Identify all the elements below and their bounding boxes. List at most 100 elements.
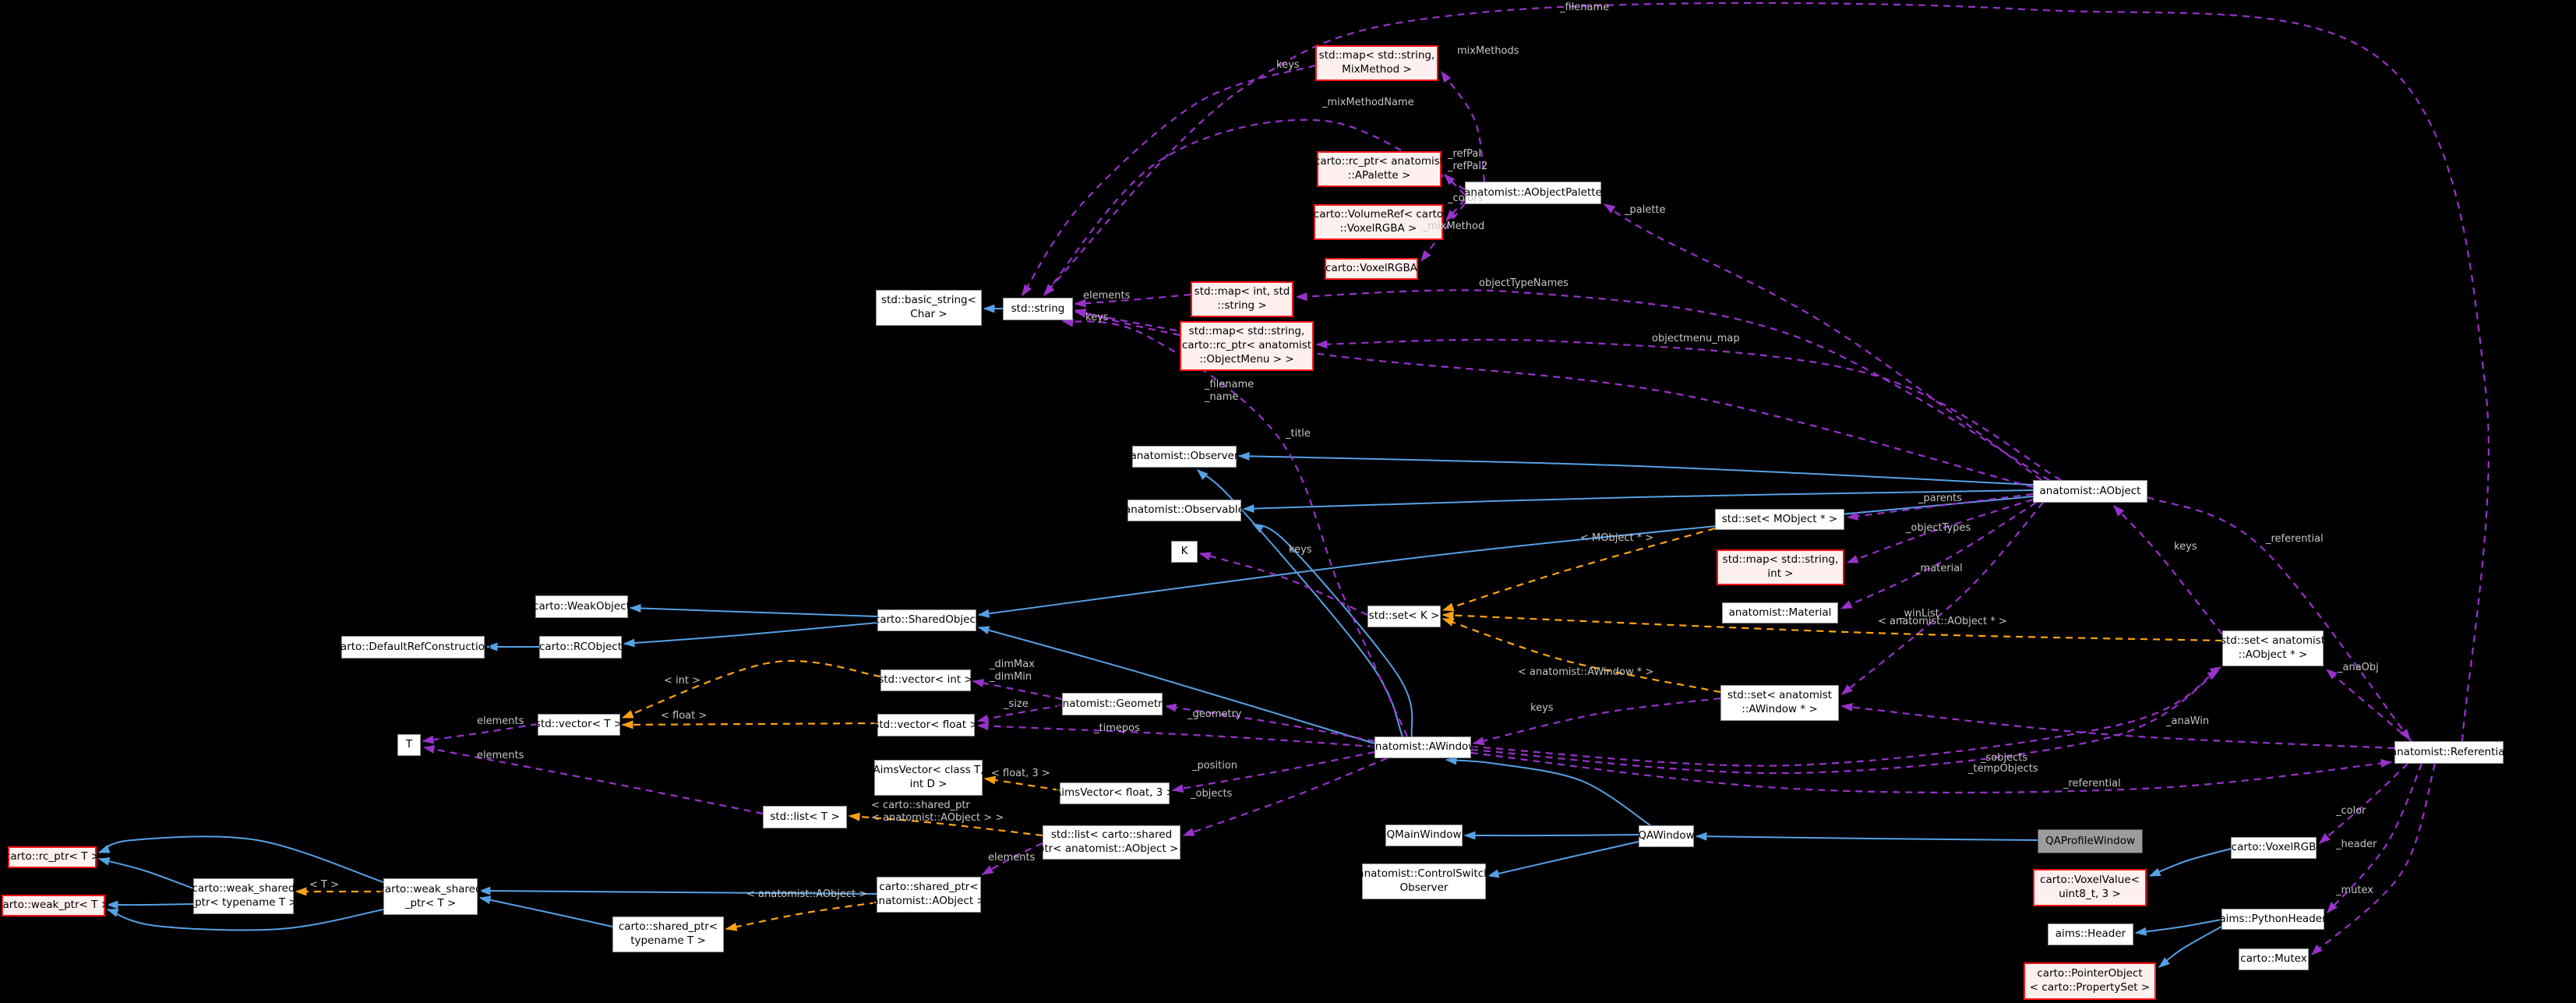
node-map-string-int[interactable]: std::map< std::string, int >	[1717, 549, 1844, 585]
edge-aobject-to-set-awindow	[1841, 502, 2044, 695]
edge-aobjectpalette-to-map-mixmethod	[1441, 70, 1486, 182]
edge-aobject-to-sharedobject	[977, 496, 2034, 618]
edge-aobject-to-aobjectpalette	[1603, 203, 2042, 481]
node-list-t[interactable]: std::list< T >	[763, 806, 847, 828]
node-map-mixmethod[interactable]: std::map< std::string, MixMethod >	[1315, 45, 1438, 81]
edge-vector-float-to-vector-t	[621, 720, 878, 729]
node-set-awindow[interactable]: std::set< anatomist ::AWindow * >	[1720, 685, 1839, 721]
edge-label-awindow-to-list-sharedptr: _objects	[1191, 788, 1233, 800]
node-voxelrgb[interactable]: carto::VoxelRGB	[2231, 837, 2317, 859]
edge-label-set-k-to-k: keys	[1289, 544, 1312, 556]
node-aimsvector-t[interactable]: AimsVector< class T, int D >	[873, 760, 984, 796]
edge-label-list-sharedptr-to-sharedptr-aobject: elements	[988, 852, 1036, 863]
edge-label-vector-t-to-t: elements	[477, 715, 524, 727]
edge-label-list-t-to-t: elements	[477, 750, 524, 761]
node-set-mobject[interactable]: std::set< MObject * >	[1715, 509, 1844, 530]
edge-referential-to-pythonheader	[2327, 763, 2423, 913]
node-aobjectpalette[interactable]: anatomist::AObjectPalette	[1464, 182, 1602, 204]
node-observable[interactable]: anatomist::Observable	[1124, 500, 1244, 521]
node-rcobject[interactable]: carto::RCObject	[539, 636, 622, 659]
edge-label-referential-to-std-string: _filename	[1560, 2, 1610, 13]
node-vector-int[interactable]: std::vector< int >	[878, 669, 973, 691]
edge-awindow-to-std-string	[1061, 318, 1409, 737]
edge-sharedptr-aobject-to-weakshared-t	[478, 886, 877, 895]
edge-label-aimsvector-float3-to-aimsvector-t: < float, 3 >	[991, 768, 1050, 779]
edge-sharedptr-aobject-to-sharedptr-typename	[725, 901, 877, 931]
node-aims-header[interactable]: aims::Header	[2048, 924, 2133, 945]
edge-qawindow-to-awindow	[1445, 756, 1651, 826]
edge-label-aobject-to-map-string-int: _objectTypes	[1906, 522, 1971, 534]
node-pointerobject[interactable]: carto::PointerObject < carto::PropertySe…	[2024, 962, 2156, 1000]
edge-label-aobjectpalette-to-rcptr-apalette: _refPal _refPal2	[1448, 148, 1488, 173]
edge-label-aobject-to-material: _material	[1915, 563, 1963, 574]
edge-referential-to-mutex	[2311, 763, 2437, 955]
node-volumeref-voxelrgba[interactable]: carto::VolumeRef< carto ::VoxelRGBA >	[1314, 204, 1443, 240]
edge-pythonheader-to-pointerobject	[2158, 926, 2222, 968]
edge-aobject-to-material	[1840, 502, 2037, 609]
edge-awindow-to-observable	[1251, 523, 1413, 737]
edge-referential-to-std-string	[1043, 2, 2490, 742]
edge-label-aobjectpalette-to-volumeref-voxelrgba: _colors	[1448, 192, 1484, 204]
node-k[interactable]: K	[1171, 541, 1198, 563]
edge-weakshared-typename-to-weakptr-t	[106, 900, 194, 909]
edge-aobjectpalette-to-volumeref-voxelrgba	[1445, 199, 1466, 221]
node-vector-t[interactable]: std::vector< T >	[535, 714, 623, 736]
node-mutex[interactable]: carto::Mutex	[2239, 948, 2309, 970]
node-sharedptr-aobject[interactable]: carto::shared_ptr< anatomist::AObject >	[872, 877, 986, 913]
node-list-sharedptr[interactable]: std::list< carto::shared _ptr< anatomist…	[1032, 825, 1191, 860]
node-set-k[interactable]: std::set< K >	[1367, 606, 1441, 627]
edge-pythonheader-to-aims-header	[2134, 919, 2222, 936]
node-aobject[interactable]: anatomist::AObject	[2033, 480, 2147, 503]
node-t[interactable]: T	[397, 734, 421, 756]
node-observer[interactable]: anatomist::Observer	[1131, 446, 1238, 468]
edge-label-awindow-to-std-string: _title	[1286, 428, 1311, 440]
node-voxelvalue[interactable]: carto::VoxelValue< uint8_t, 3 >	[2033, 869, 2147, 906]
node-rcptr-t[interactable]: carto::rc_ptr< T >	[5, 846, 100, 868]
edge-label-aobjectpalette-to-map-mixmethod: mixMethods	[1457, 45, 1519, 57]
edge-label-awindow-to-vector-float: _timepos	[1094, 722, 1140, 734]
edge-label-awindow-to-aimsvector-float3: _position	[1192, 760, 1237, 772]
node-weakobject[interactable]: carto::WeakObject	[533, 595, 630, 618]
node-voxelrgba[interactable]: carto::VoxelRGBA	[1325, 258, 1418, 280]
node-qaprofilewindow: QAProfileWindow	[2038, 829, 2143, 853]
node-geometry[interactable]: anatomist::Geometry	[1056, 693, 1169, 715]
node-pythonheader[interactable]: aims::PythonHeader	[2219, 909, 2327, 930]
edge-label-map-objectmenu-to-std-string: keys	[1085, 312, 1109, 323]
node-qmainwindow[interactable]: QMainWindow	[1385, 825, 1463, 846]
node-sharedptr-typename[interactable]: carto::shared_ptr< typename T >	[612, 916, 724, 952]
node-rcptr-apalette[interactable]: carto::rc_ptr< anatomist ::APalette >	[1314, 151, 1444, 187]
node-sharedobject[interactable]: carto::SharedObject	[874, 609, 979, 631]
node-weakshared-typename[interactable]: carto::weak_shared _ptr< typename T >	[189, 878, 298, 914]
node-awindow[interactable]: anatomist::AWindow	[1369, 736, 1477, 758]
edge-sharedptr-typename-to-weakshared-t	[478, 895, 613, 927]
node-map-int-string[interactable]: std::map< int, std ::string >	[1191, 281, 1293, 317]
node-controlswitchobserver[interactable]: anatomist::ControlSwitch Observer	[1357, 863, 1491, 899]
edge-set-k-to-k	[1198, 552, 1368, 616]
edge-label-aobjectpalette-to-voxelrgba: _mixMethod	[1423, 221, 1485, 232]
node-map-objectmenu[interactable]: std::map< std::string, carto::rc_ptr< an…	[1180, 321, 1314, 371]
edge-awindow-to-observer	[1197, 469, 1403, 737]
node-qawindow[interactable]: QAWindow	[1638, 825, 1695, 847]
edge-label-referential-to-pythonheader: _header	[2336, 839, 2377, 850]
edge-label-aobject-to-map-objectmenu: objectmenu_map	[1652, 333, 1740, 344]
node-weakptr-t[interactable]: carto::weak_ptr< T >	[0, 895, 110, 916]
node-defaultrefconstruction[interactable]: carto::DefaultRefConstruction	[335, 636, 492, 659]
edge-aobject-to-map-int-string	[1295, 289, 2050, 481]
node-vector-float[interactable]: std::vector< float >	[873, 714, 979, 736]
edge-label-set-mobject-to-set-k: < MObject * >	[1580, 532, 1654, 544]
edge-voxelrgb-to-voxelvalue	[2148, 848, 2232, 877]
edge-weakshared-typename-to-rcptr-t	[97, 857, 194, 889]
node-weakshared-t[interactable]: carto::weak_shared _ptr< T >	[379, 878, 482, 915]
node-basic-string[interactable]: std::basic_string< Char >	[876, 290, 982, 326]
edge-aobject-to-observable	[1242, 489, 2034, 514]
edge-aobjectpalette-to-rcptr-apalette	[1444, 174, 1466, 196]
edge-aobject-to-observer	[1237, 451, 2034, 486]
edge-vector-t-to-t	[422, 722, 538, 744]
edge-aobject-to-set-mobject	[1846, 493, 2034, 521]
edge-vector-int-to-vector-t	[621, 659, 881, 719]
node-referential[interactable]: anatomist::Referential	[2391, 741, 2507, 764]
node-aimsvector-float3[interactable]: AimsVector< float, 3 >	[1054, 782, 1175, 804]
node-std-string[interactable]: std::string	[1003, 298, 1073, 320]
node-set-aobject[interactable]: std::set< anatomist ::AObject * >	[2221, 630, 2325, 666]
node-material[interactable]: anatomist::Material	[1722, 602, 1838, 623]
